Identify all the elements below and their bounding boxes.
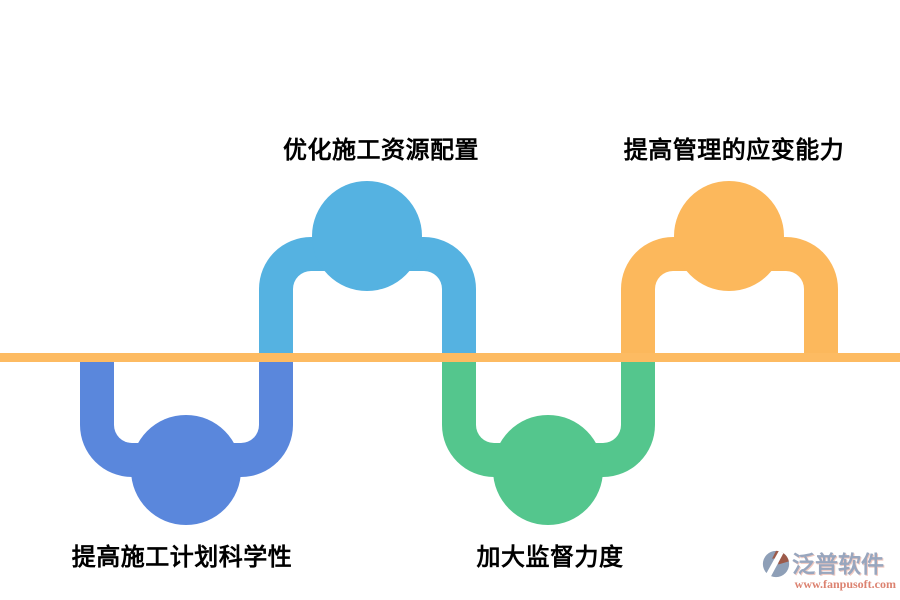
- flow-label-improve-plan-science: 提高施工计划科学性: [71, 544, 293, 571]
- flow-label-strengthen-supervision: 加大监督力度: [476, 544, 624, 571]
- flow-node-optimize-resources: [312, 181, 422, 291]
- flow-node-strengthen-supervision: [493, 415, 603, 525]
- flow-label-optimize-resources: 优化施工资源配置: [283, 137, 479, 164]
- watermark-brand-text: 泛普软件: [792, 551, 884, 577]
- watermark-url-text: www.fanpusoft.com: [794, 577, 896, 591]
- fanpu-logo-icon: [762, 550, 790, 578]
- flow-label-improve-adaptability: 提高管理的应变能力: [623, 137, 845, 164]
- baseline-rule: [0, 353, 900, 362]
- flow-node-improve-plan-science: [131, 415, 241, 525]
- flow-node-improve-adaptability: [674, 181, 784, 291]
- watermark: 泛普软件 www.fanpusoft.com: [762, 550, 896, 592]
